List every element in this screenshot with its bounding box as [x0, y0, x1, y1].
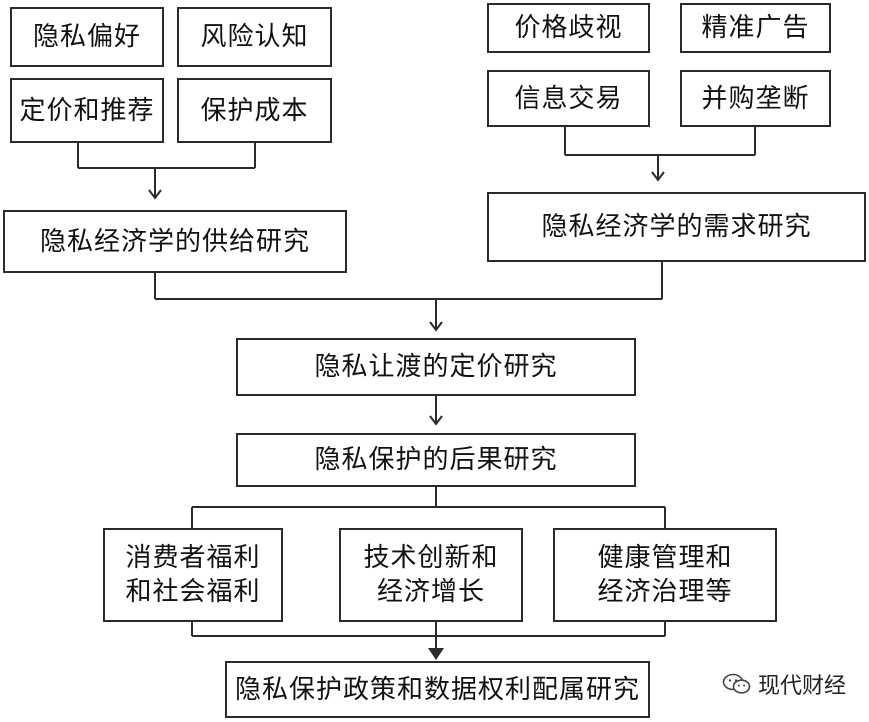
supply-factor-box-privacy-preference: 隐私偏好 — [10, 7, 164, 67]
consequence-line: 经济增长 — [376, 577, 485, 607]
consequence-research-label: 隐私保护的后果研究 — [314, 445, 558, 475]
demand-research-label: 隐私经济学的需求研究 — [541, 212, 812, 242]
pricing-research-box: 隐私让渡的定价研究 — [236, 338, 636, 396]
supply-research-box: 隐私经济学的供给研究 — [3, 210, 347, 273]
supply-factor-label: 保护成本 — [200, 95, 309, 126]
consequence-line: 消费者福利 — [125, 543, 261, 573]
supply-factor-box-risk-perception: 风险认知 — [177, 7, 332, 67]
watermark-text: 现代财经 — [758, 674, 847, 699]
demand-factor-box-merger-monopoly: 并购垄断 — [680, 70, 831, 127]
supply-research-label: 隐私经济学的供给研究 — [39, 226, 310, 257]
supply-factor-label: 风险认知 — [200, 22, 309, 52]
supply-factor-box-pricing-recommendation: 定价和推荐 — [10, 78, 164, 143]
demand-factor-label: 并购垄断 — [701, 83, 810, 114]
consequence-line: 经济治理等 — [597, 577, 733, 607]
consequence-box-welfare: 消费者福利和社会福利 — [103, 528, 283, 622]
policy-research-label: 隐私保护政策和数据权利配属研究 — [234, 674, 640, 705]
consequence-research-box: 隐私保护的后果研究 — [236, 433, 636, 487]
demand-factor-label: 价格歧视 — [514, 13, 623, 43]
supply-factor-box-protection-cost: 保护成本 — [177, 78, 332, 143]
consequence-line: 和社会福利 — [125, 577, 261, 607]
consequence-line: 健康管理和 — [597, 543, 733, 573]
wechat-icon — [722, 673, 751, 694]
demand-factor-label: 精准广告 — [701, 13, 810, 43]
pricing-research-label: 隐私让渡的定价研究 — [314, 352, 558, 382]
watermark: 现代财经 — [722, 668, 846, 700]
policy-research-box: 隐私保护政策和数据权利配属研究 — [225, 661, 650, 718]
demand-research-box: 隐私经济学的需求研究 — [487, 192, 866, 262]
consequence-box-innovation: 技术创新和经济增长 — [339, 528, 523, 622]
supply-factor-label: 隐私偏好 — [32, 22, 141, 52]
consequence-line: 技术创新和 — [363, 543, 499, 573]
demand-factor-box-price-discrimination: 价格歧视 — [487, 3, 650, 53]
supply-factor-label: 定价和推荐 — [19, 95, 155, 126]
demand-factor-box-targeted-ads: 精准广告 — [680, 3, 831, 53]
demand-factor-label: 信息交易 — [514, 83, 623, 114]
consequence-box-governance: 健康管理和经济治理等 — [553, 528, 777, 622]
demand-factor-box-information-trading: 信息交易 — [487, 70, 650, 127]
